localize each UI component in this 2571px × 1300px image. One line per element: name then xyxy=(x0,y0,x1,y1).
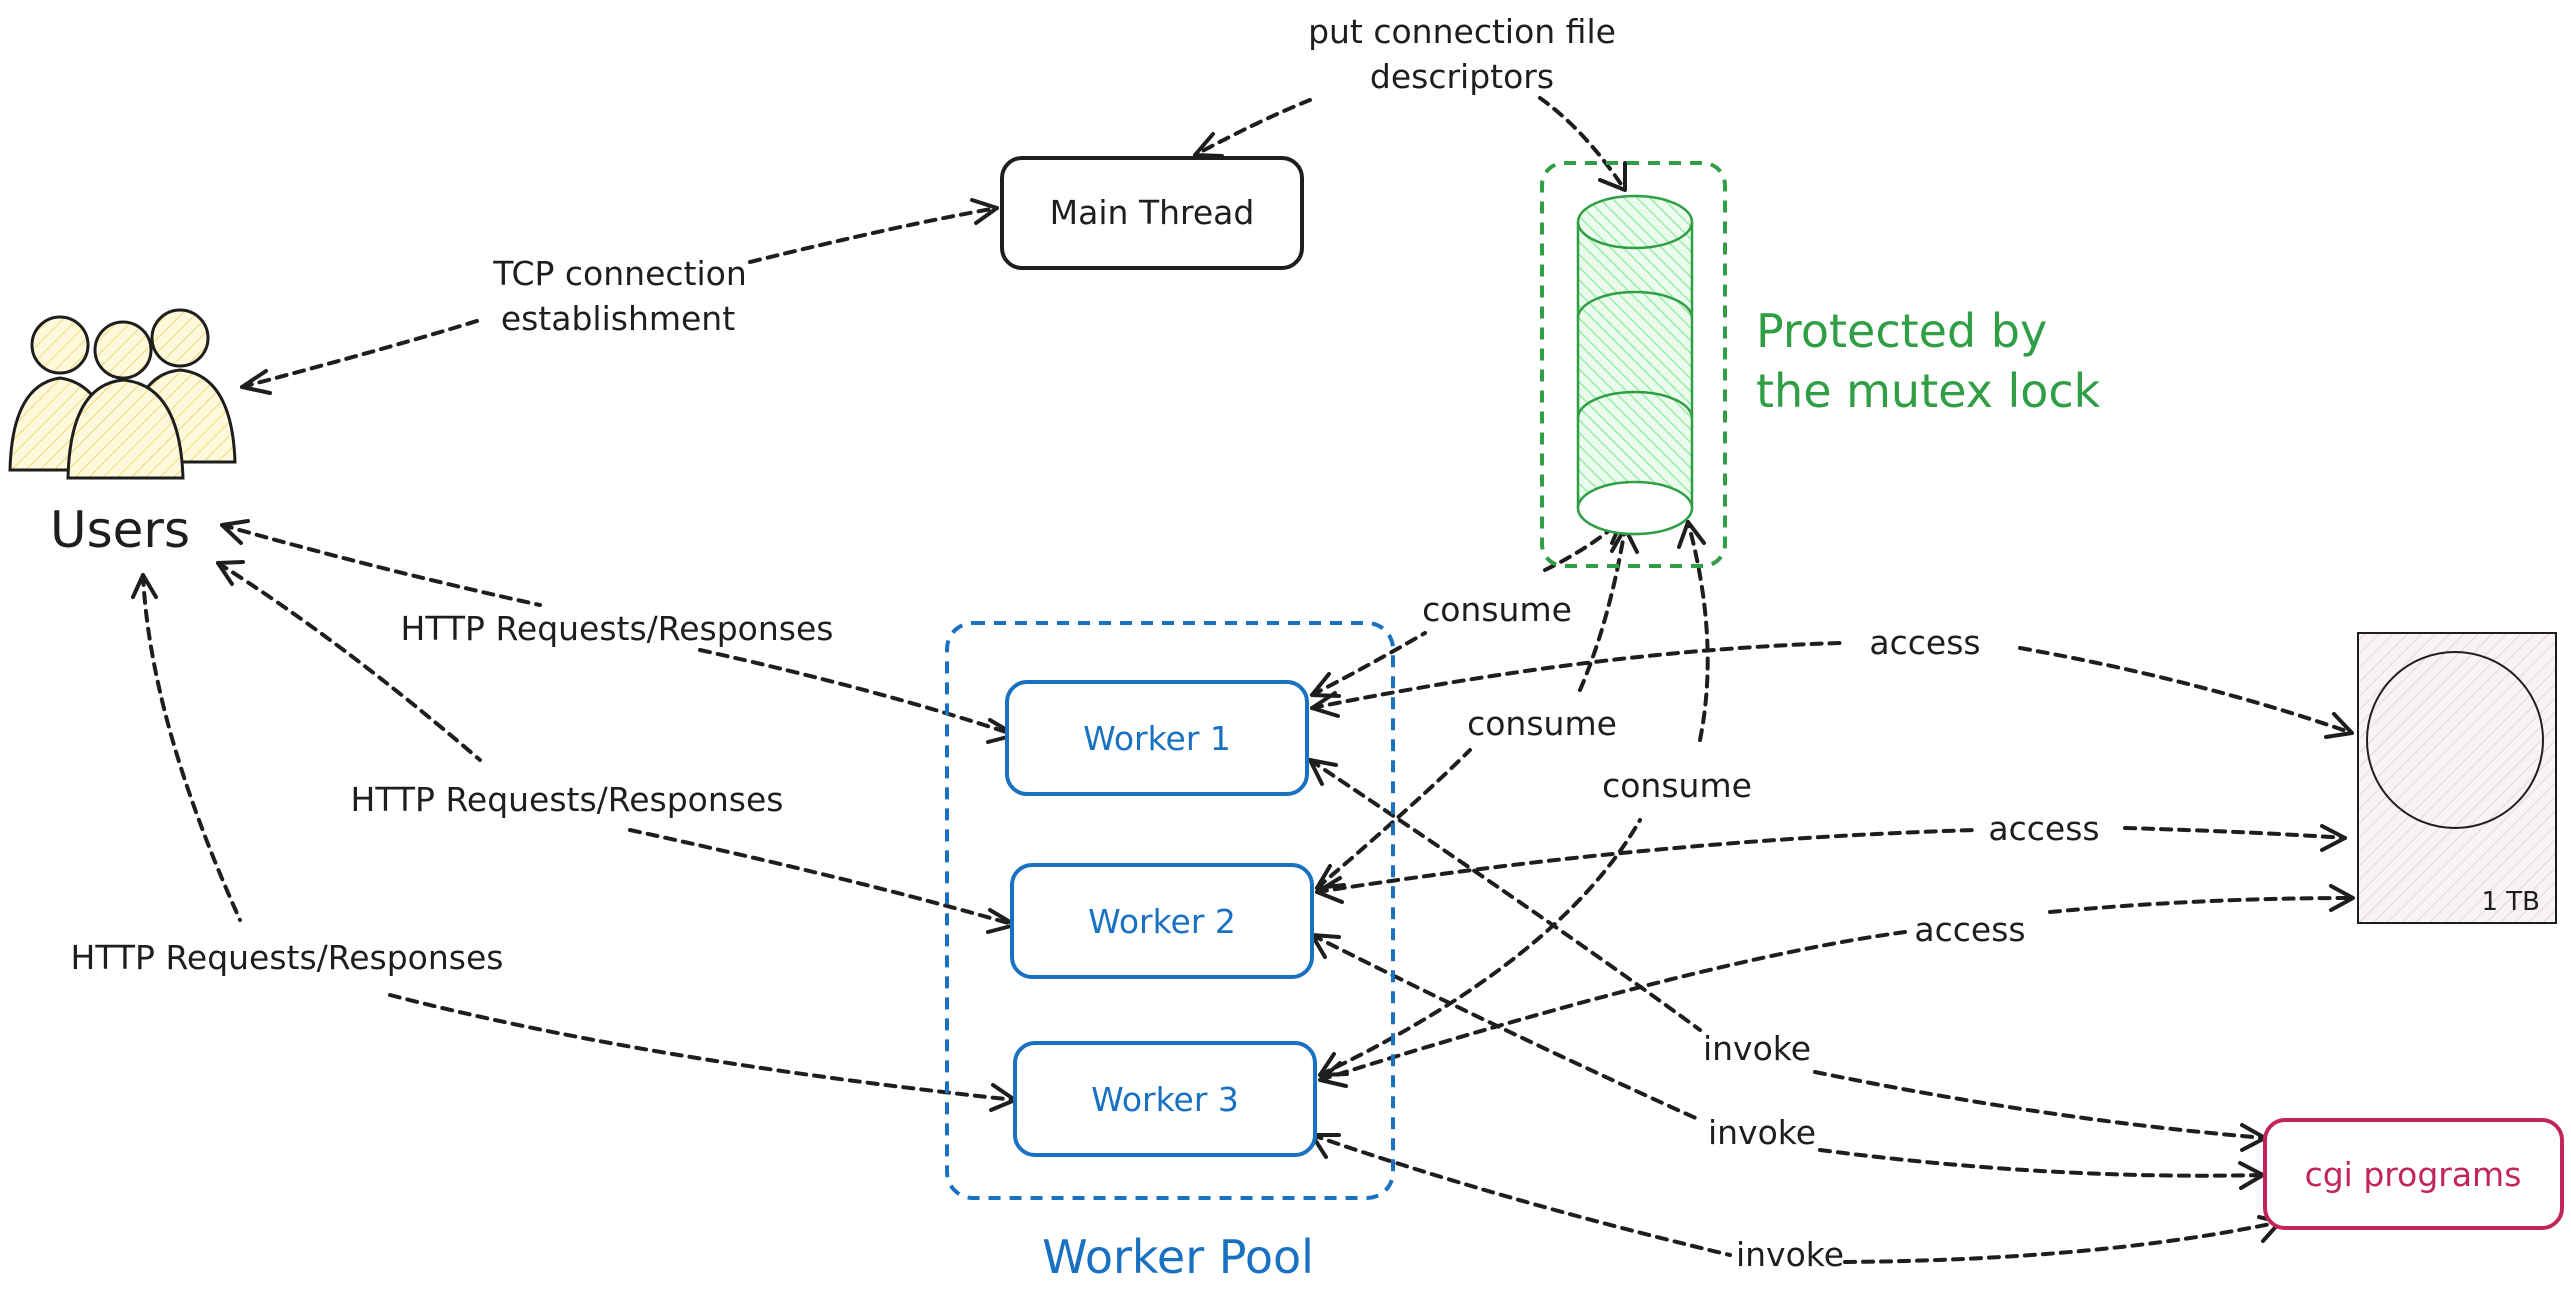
edge-invoke-worker-2 xyxy=(1310,933,2265,1178)
tcp-label-line-2: establishment xyxy=(501,299,735,338)
consume-label-1: consume xyxy=(1422,590,1572,629)
edge-label-to-queue xyxy=(1538,96,1627,192)
arrowhead xyxy=(1677,520,1706,549)
disk-node: 1 TB xyxy=(2357,632,2557,924)
users-group-icon xyxy=(8,308,237,480)
worker-1-label: Worker 1 xyxy=(1083,719,1231,758)
worker-3-box xyxy=(1013,1041,1317,1157)
worker-3-node: Worker 3 xyxy=(1013,1041,1317,1157)
edge-access-worker-1 xyxy=(1310,641,2354,735)
arrowhead xyxy=(2329,884,2355,912)
main-thread-label: Main Thread xyxy=(1050,193,1255,232)
arrowhead xyxy=(131,573,158,599)
worker-1-box xyxy=(1005,680,1309,796)
edge-invoke-worker-1 xyxy=(1308,758,2267,1140)
main-thread-node: Main Thread xyxy=(1000,156,1304,270)
edge-labels: put connection file descriptors TCP conn… xyxy=(71,12,2100,1274)
worker-pool: Worker Pool Worker 1 Worker 2 Worker 3 xyxy=(945,621,1395,1284)
worker-1-node: Worker 1 xyxy=(1005,680,1309,796)
edge-tcp xyxy=(240,206,999,389)
edge-consume-worker-3 xyxy=(1318,520,1710,1077)
worker-2-label: Worker 2 xyxy=(1088,902,1236,941)
queue-node: Protected by the mutex lock xyxy=(1540,161,2101,568)
http-label-2: HTTP Requests/Responses xyxy=(351,780,784,819)
arrowhead xyxy=(1193,132,1224,158)
http-label-1: HTTP Requests/Responses xyxy=(401,609,834,648)
invoke-label-2: invoke xyxy=(1708,1113,1816,1152)
mutex-label-line-2: the mutex lock xyxy=(1756,364,2101,418)
worker-3-label: Worker 3 xyxy=(1091,1080,1239,1119)
invoke-label-1: invoke xyxy=(1703,1029,1811,1068)
arrowhead xyxy=(240,369,272,395)
arrowhead xyxy=(216,560,245,586)
access-label-2: access xyxy=(1988,809,2099,848)
cgi-box xyxy=(2263,1118,2564,1230)
edges xyxy=(131,96,2355,1264)
edge-http-worker-3 xyxy=(141,573,1017,1102)
edge-access-worker-2 xyxy=(1315,826,2347,894)
arrowhead xyxy=(1315,876,1344,904)
queue-cylinder-icon xyxy=(1576,194,1694,536)
mutex-label-line-1: Protected by xyxy=(1756,304,2047,358)
arrowhead xyxy=(1315,864,1346,890)
worker-pool-boundary xyxy=(945,621,1395,1200)
access-label-3: access xyxy=(1914,910,2025,949)
disk-capacity-label: 1 TB xyxy=(2481,887,2540,917)
edge-http-worker-1 xyxy=(220,523,1017,737)
http-label-3: HTTP Requests/Responses xyxy=(71,938,504,977)
cgi-node: cgi programs xyxy=(2263,1118,2564,1230)
edge-consume-worker-2 xyxy=(1315,526,1627,890)
edge-http-worker-2 xyxy=(216,561,1017,927)
cgi-label: cgi programs xyxy=(2305,1155,2522,1194)
consume-label-3: consume xyxy=(1602,766,1752,805)
edge-access-worker-3 xyxy=(1318,896,2355,1082)
edge-label-to-main-thread xyxy=(1193,98,1312,157)
arrowhead xyxy=(2320,824,2347,852)
put-fd-label-line-2: descriptors xyxy=(1370,57,1554,96)
access-label-1: access xyxy=(1869,623,1980,662)
arrowhead xyxy=(1598,161,1627,192)
arrowhead xyxy=(1310,691,1340,718)
consume-label-2: consume xyxy=(1467,704,1617,743)
tcp-label-line-1: TCP connection xyxy=(492,254,746,293)
arrowhead xyxy=(1308,758,1338,786)
worker-pool-label: Worker Pool xyxy=(1042,1230,1314,1284)
worker-2-box xyxy=(1010,863,1314,979)
mutex-boundary xyxy=(1540,161,1727,568)
users-label: Users xyxy=(50,501,190,559)
arrowhead xyxy=(970,198,999,225)
hard-disk-icon xyxy=(2357,632,2557,924)
main-thread-box xyxy=(1000,156,1304,270)
put-fd-label-line-1: put connection file xyxy=(1308,12,1616,51)
invoke-label-3: invoke xyxy=(1736,1235,1844,1274)
edge-invoke-worker-3 xyxy=(1310,1133,2282,1264)
arrowhead xyxy=(1318,1061,1348,1088)
arrowhead xyxy=(2324,712,2354,739)
worker-2-node: Worker 2 xyxy=(1010,863,1314,979)
arrowhead xyxy=(220,519,250,545)
